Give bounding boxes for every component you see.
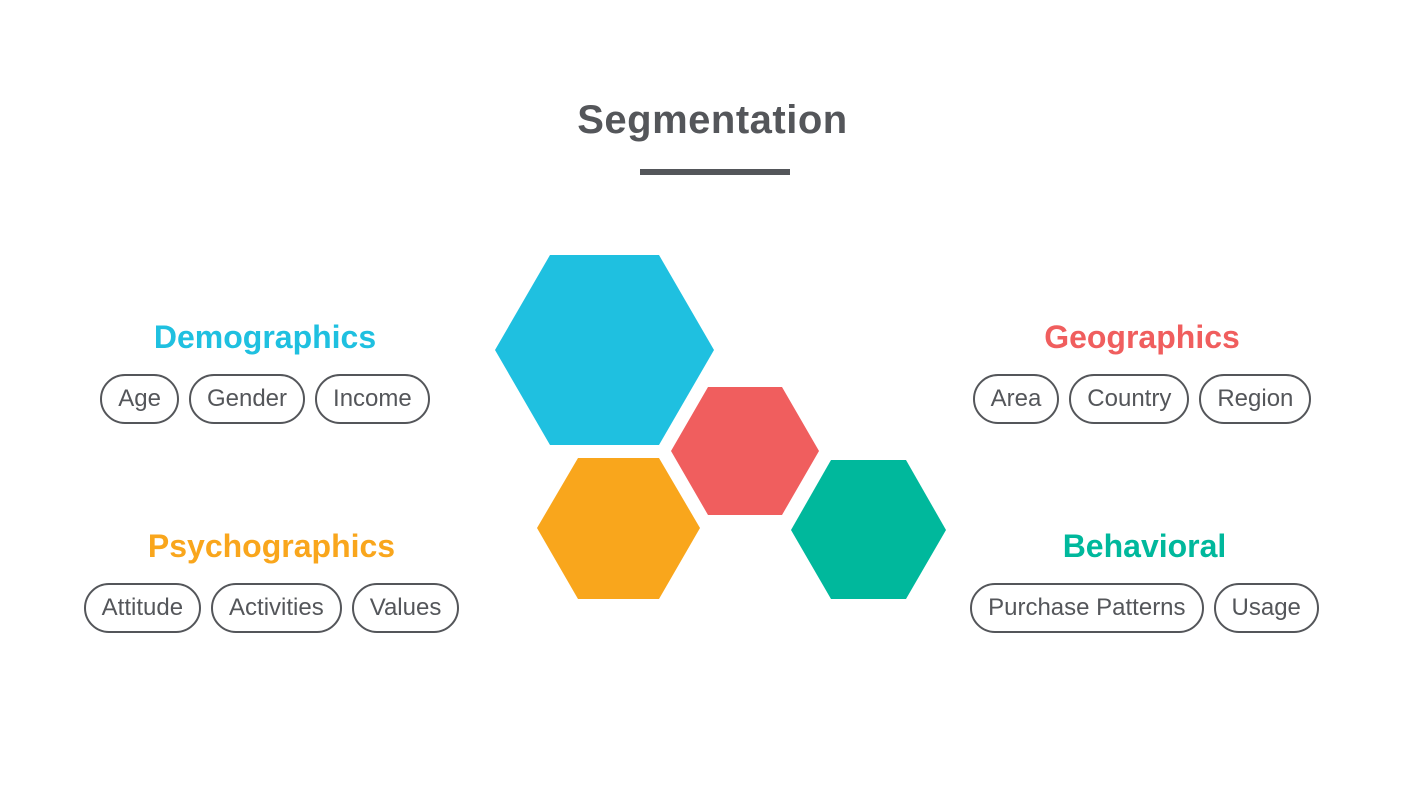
hexagon-geographics [671,387,819,515]
segment-heading: Demographics [153,319,377,355]
tag-age: Age [100,374,179,424]
tag-list: Attitude Activities Values [83,583,460,633]
segment-psychographics: Psychographics Attitude Activities Value… [55,527,488,633]
segment-heading: Psychographics [147,528,396,564]
segment-geographics: Geographics Area Country Region [950,318,1334,424]
tag-country: Country [1069,374,1190,424]
hexagon-demographics [495,255,714,445]
segment-demographics: Demographics Age Gender Income [82,318,448,424]
segment-heading: Behavioral [1062,528,1227,564]
tag-area: Area [972,374,1060,424]
hexagon-behavioral [791,460,946,599]
tag-list: Age Gender Income [100,374,430,424]
tag-values: Values [351,583,460,633]
tag-list: Area Country Region [972,374,1312,424]
segment-heading: Geographics [1044,319,1240,355]
segment-behavioral: Behavioral Purchase Patterns Usage [941,527,1348,633]
tag-list: Purchase Patterns Usage [970,583,1319,633]
tag-region: Region [1199,374,1312,424]
tag-purchase-patterns: Purchase Patterns [970,583,1204,633]
tag-income: Income [315,374,430,424]
tag-activities: Activities [211,583,342,633]
tag-usage: Usage [1213,583,1319,633]
tag-gender: Gender [188,374,306,424]
tag-attitude: Attitude [83,583,202,633]
hexagon-psychographics [537,458,700,599]
title-underline [640,169,790,175]
page-title: Segmentation [577,98,848,142]
